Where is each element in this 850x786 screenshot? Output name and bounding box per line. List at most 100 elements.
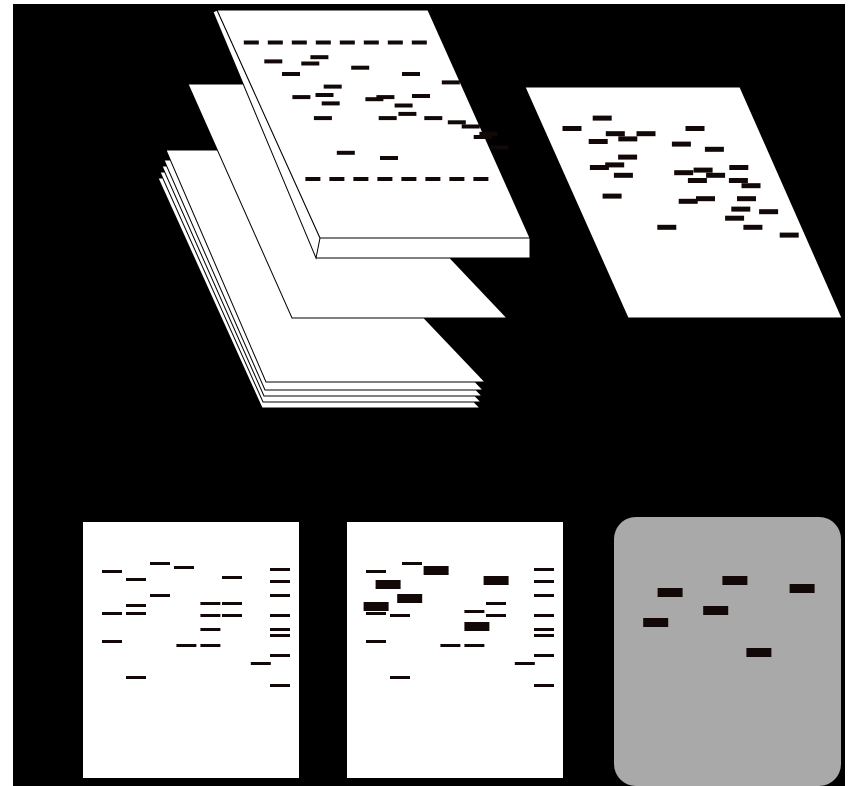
gel-band-18 bbox=[322, 101, 340, 105]
autorad-band-27 bbox=[780, 233, 799, 238]
autorad-band-2 bbox=[589, 139, 608, 144]
gel-band-41 bbox=[449, 177, 464, 181]
panel-1-band-12 bbox=[222, 602, 242, 605]
panel-2-band-9 bbox=[397, 594, 422, 603]
autorad-band-20 bbox=[742, 183, 761, 188]
panel-1-band-22 bbox=[176, 644, 196, 647]
gel-band-39 bbox=[401, 177, 416, 181]
panel-3-band-6 bbox=[746, 648, 771, 657]
panel-2-band-8 bbox=[534, 594, 554, 597]
bottom-panel-1 bbox=[83, 522, 299, 778]
autorad-band-21 bbox=[603, 194, 622, 199]
autorad-band-7 bbox=[672, 142, 691, 147]
panel-2-band-6 bbox=[534, 568, 554, 571]
panel-2-band-1 bbox=[366, 570, 386, 573]
panel-1-band-26 bbox=[126, 676, 146, 679]
panel-2-band-17 bbox=[534, 614, 554, 617]
gel-band-31 bbox=[479, 132, 497, 136]
autorad-band-14 bbox=[618, 155, 637, 160]
panel-1-band-19 bbox=[270, 628, 290, 631]
gel-band-9 bbox=[264, 59, 282, 63]
gel-band-7 bbox=[388, 41, 403, 45]
panel-1-band-9 bbox=[126, 604, 146, 607]
autorad-band-26 bbox=[759, 209, 778, 214]
gel-band-5 bbox=[340, 41, 355, 45]
gel-band-23 bbox=[412, 94, 430, 98]
gel-band-22 bbox=[395, 104, 413, 108]
panel-2-band-5 bbox=[484, 576, 509, 585]
panel-2-band-23 bbox=[534, 654, 554, 657]
panel-1-band-13 bbox=[102, 612, 122, 615]
gel-band-6 bbox=[364, 41, 379, 45]
gel-band-33 bbox=[337, 151, 355, 155]
panel-1-band-4 bbox=[174, 566, 194, 569]
panel-1-band-17 bbox=[270, 614, 290, 617]
autorad-band-8 bbox=[686, 126, 705, 131]
gel-band-24 bbox=[314, 116, 332, 120]
gel-band-38 bbox=[377, 177, 392, 181]
panel-2-band-18 bbox=[534, 628, 554, 631]
autorad-band-17 bbox=[694, 168, 713, 173]
gel-band-36 bbox=[329, 177, 344, 181]
gel-band-21 bbox=[376, 95, 394, 99]
gel-slab-front-edge bbox=[316, 238, 530, 258]
panel-2-band-14 bbox=[366, 612, 386, 615]
gel-band-16 bbox=[292, 95, 310, 99]
panel-2-band-13 bbox=[486, 602, 506, 605]
panel-1-band-7 bbox=[270, 580, 290, 583]
autorad-band-1 bbox=[563, 126, 582, 131]
panel-1-band-21 bbox=[102, 640, 122, 643]
autorad-band-3 bbox=[593, 116, 612, 121]
panel-2-band-19 bbox=[534, 634, 554, 637]
autorad-band-30 bbox=[737, 196, 756, 201]
autorad-band-9 bbox=[705, 147, 724, 152]
gel-band-8 bbox=[412, 41, 427, 45]
autorad-band-12 bbox=[605, 162, 624, 167]
panel-1-band-3 bbox=[150, 562, 170, 565]
panel-1-band-10 bbox=[150, 594, 170, 597]
panel-3-blot bbox=[614, 517, 841, 786]
panel-1-band-5 bbox=[222, 576, 242, 579]
autorad-band-16 bbox=[688, 178, 707, 183]
gel-band-13 bbox=[351, 66, 369, 70]
panel-2-band-3 bbox=[402, 562, 422, 565]
panel-1-band-20 bbox=[270, 634, 290, 637]
autorad-band-13 bbox=[614, 173, 633, 178]
panel-1-band-23 bbox=[200, 644, 220, 647]
autorad-band-23 bbox=[696, 196, 715, 201]
panel-2-band-7 bbox=[534, 580, 554, 583]
gel-band-26 bbox=[398, 112, 416, 116]
gel-band-11 bbox=[301, 62, 319, 66]
autorad-band-22 bbox=[679, 199, 698, 204]
panel-1-band-1 bbox=[102, 570, 122, 573]
panel-2-band-4 bbox=[424, 566, 449, 575]
gel-band-35 bbox=[305, 177, 320, 181]
panel-1-band-2 bbox=[126, 578, 146, 581]
gel-band-3 bbox=[292, 41, 307, 45]
gel-band-42 bbox=[473, 177, 488, 181]
autorad-band-10 bbox=[729, 165, 748, 170]
panel-2-band-2 bbox=[376, 580, 401, 589]
panel-3-band-1 bbox=[658, 588, 683, 597]
panel-3-band-3 bbox=[790, 584, 815, 593]
panel-1-band-27 bbox=[270, 684, 290, 687]
gel-band-14 bbox=[402, 72, 420, 76]
bottom-panel-3 bbox=[614, 517, 841, 786]
gel-band-34 bbox=[380, 156, 398, 160]
panel-1-band-6 bbox=[270, 568, 290, 571]
gel-band-19 bbox=[324, 85, 342, 89]
gel-band-15 bbox=[442, 80, 460, 84]
panel-1-band-24 bbox=[270, 654, 290, 657]
gel-band-32 bbox=[490, 146, 508, 150]
autorad-band-24 bbox=[731, 207, 750, 212]
autorad-band-4 bbox=[606, 131, 625, 136]
panel-1-band-16 bbox=[222, 614, 242, 617]
panel-2-band-21 bbox=[440, 644, 460, 647]
autorad-band-5 bbox=[618, 136, 637, 141]
autorad-band-19 bbox=[729, 178, 748, 183]
autorad-band-15 bbox=[674, 170, 693, 175]
gel-band-1 bbox=[244, 41, 259, 45]
gel-band-25 bbox=[379, 116, 397, 120]
